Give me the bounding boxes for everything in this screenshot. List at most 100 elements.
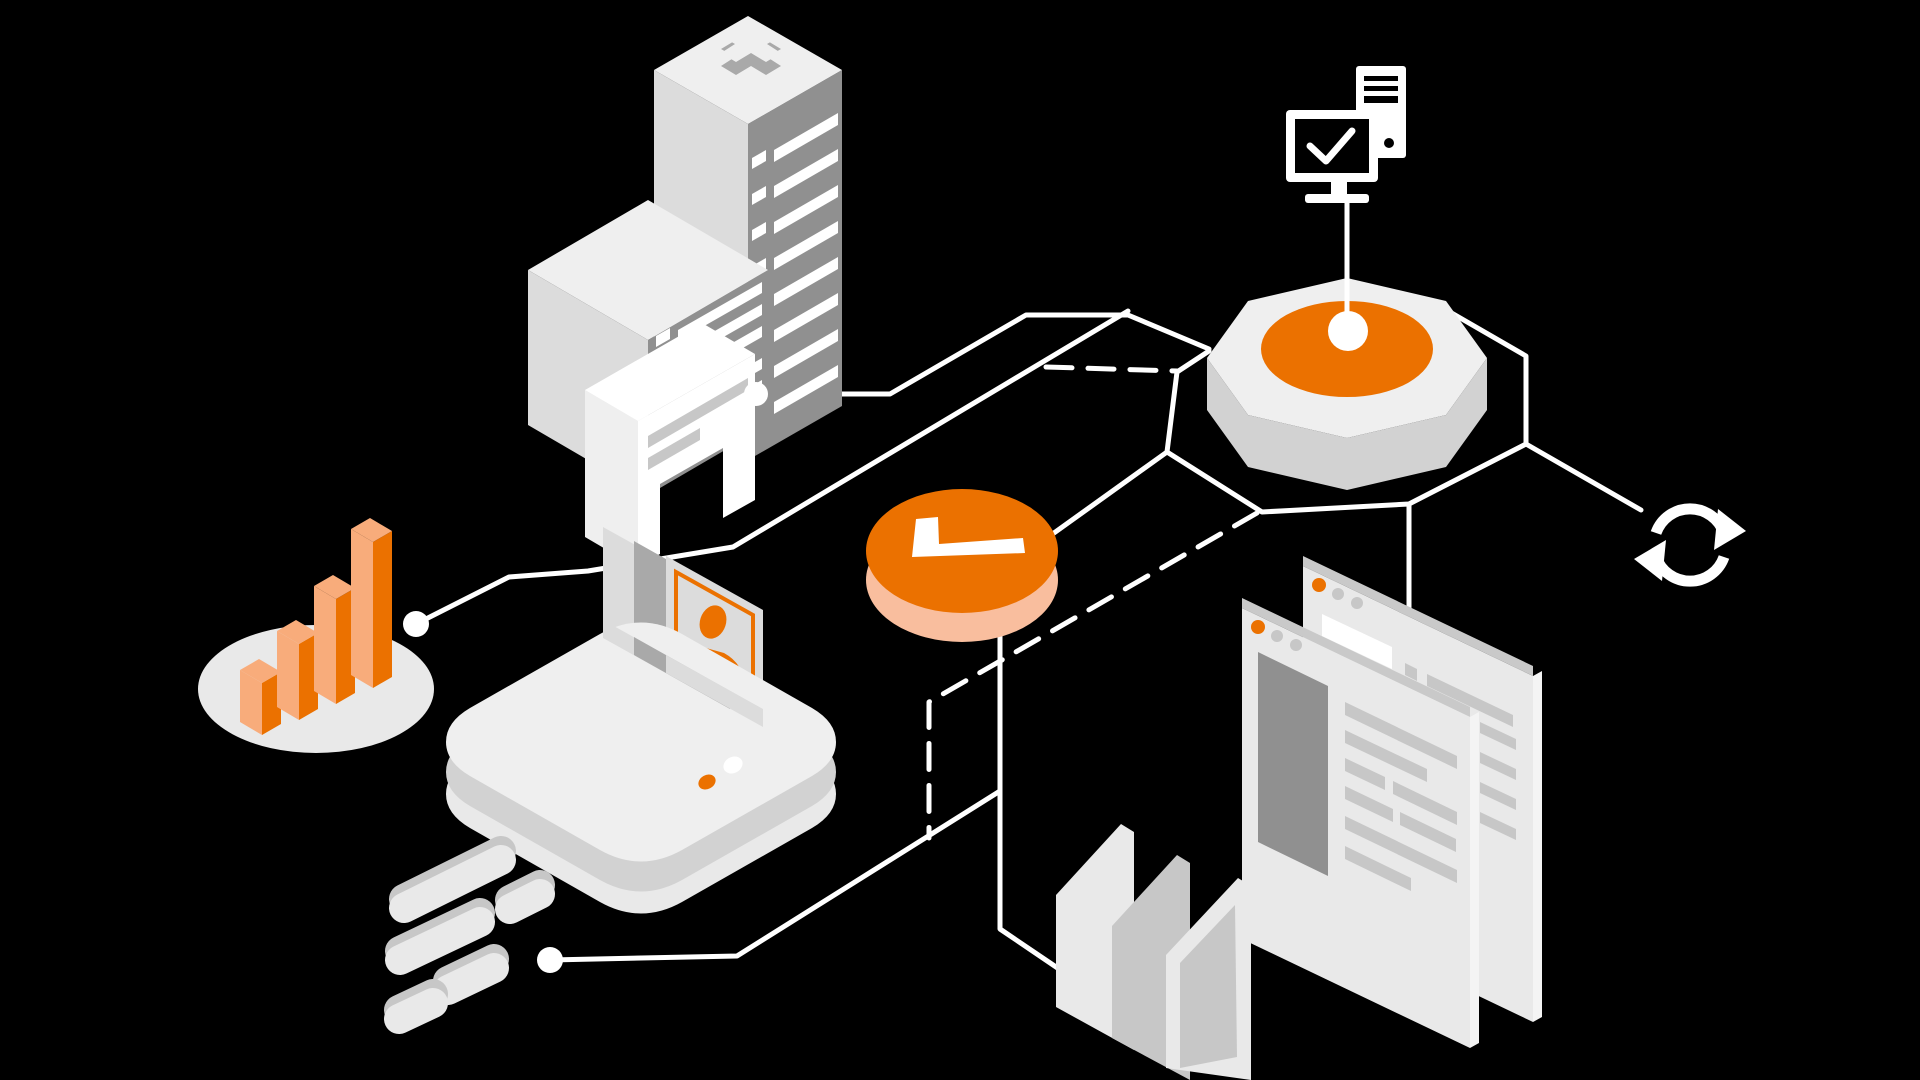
monitor-stand xyxy=(1331,182,1347,195)
id-card-printer xyxy=(446,527,836,914)
documents-stack xyxy=(1056,824,1251,1080)
tower-roof xyxy=(654,16,842,124)
sync-arrowhead xyxy=(1634,540,1666,581)
pc-tower-vent-line xyxy=(1364,76,1398,81)
sync-arrowhead xyxy=(1714,509,1746,550)
window-stripe xyxy=(774,221,838,270)
chart-node-dot xyxy=(403,611,429,637)
hospital-node-dot xyxy=(744,382,768,406)
pill-capsule xyxy=(385,907,495,975)
window-dot xyxy=(1271,630,1283,642)
window-dot xyxy=(1332,588,1344,600)
content-bar xyxy=(1345,758,1385,790)
document-sheet-inner xyxy=(1180,905,1237,1068)
window-dot-orange xyxy=(1312,578,1326,592)
content-bar xyxy=(1345,786,1393,822)
bar-side xyxy=(336,588,355,704)
chart-bar xyxy=(351,518,392,688)
sidebar-block xyxy=(1258,652,1328,876)
line-zone-to-sync xyxy=(1523,441,1644,513)
printer-status-dot xyxy=(723,756,743,774)
bar-front xyxy=(351,529,373,688)
sync-arc-bottom xyxy=(1650,554,1730,587)
data-platform xyxy=(1207,200,1487,490)
window-stripe xyxy=(774,293,838,342)
platform-side xyxy=(1207,358,1487,490)
content-bar xyxy=(1345,702,1457,769)
entrance-front-face xyxy=(638,354,755,566)
bar-top xyxy=(240,659,281,683)
content-bar xyxy=(1345,816,1457,883)
chart-bar xyxy=(240,659,281,735)
connection-lines xyxy=(413,301,1644,974)
window-stripe xyxy=(774,185,838,234)
content-bar xyxy=(1480,782,1516,810)
chart-bar xyxy=(277,620,318,720)
analytics-chart xyxy=(198,518,434,753)
content-bar xyxy=(1480,752,1516,780)
window-square xyxy=(752,150,766,169)
hospital-building xyxy=(528,16,842,568)
medication-pills xyxy=(384,836,563,1034)
content-bar xyxy=(1345,730,1427,782)
line-disc-to-zone xyxy=(1037,449,1170,546)
wing-roof xyxy=(528,200,768,340)
medical-cross-icon xyxy=(721,27,781,62)
printer-power-dot xyxy=(698,774,716,790)
bar-side xyxy=(373,531,392,688)
window-dot xyxy=(1351,597,1363,609)
bar-front xyxy=(314,586,336,704)
pills-node-dot xyxy=(537,947,563,973)
card-slot-front xyxy=(666,655,763,727)
bar-side xyxy=(262,672,281,735)
dashed-line-to-zone xyxy=(1043,364,1180,374)
workstation-icon xyxy=(1286,66,1406,203)
url-bar xyxy=(1322,614,1392,669)
verification-disc xyxy=(866,489,1058,642)
window-side-edge xyxy=(1470,712,1479,1048)
monitor-check-icon xyxy=(1306,127,1356,165)
pill-capsule xyxy=(389,845,516,923)
dashed-zone-to-pills-line xyxy=(926,510,1260,841)
entrance-canopy-top xyxy=(585,323,755,421)
line-disc-to-documents xyxy=(997,625,1065,974)
content-square xyxy=(1405,663,1417,681)
content-bar xyxy=(1480,722,1516,750)
sync-arc-top xyxy=(1650,503,1730,536)
window-square xyxy=(752,186,766,205)
browser-window-front xyxy=(1242,598,1479,1048)
person-head-icon xyxy=(699,605,727,639)
monitor-base xyxy=(1305,194,1369,203)
window-top-edge xyxy=(1242,598,1470,717)
hospital-entrance xyxy=(585,323,755,568)
window-side-edge xyxy=(1533,671,1542,1022)
window-stripe xyxy=(774,113,838,162)
line-hospital-to-platform xyxy=(753,312,1212,397)
window-stripe xyxy=(774,149,838,198)
bar-front xyxy=(240,670,262,735)
window-dot-orange xyxy=(1251,620,1265,634)
bar-top xyxy=(351,518,392,542)
sync-arrows-icon xyxy=(1634,503,1746,587)
window-stripe xyxy=(774,257,838,306)
bar-top xyxy=(277,620,318,644)
platform-zone-outline xyxy=(1164,301,1529,515)
window-square xyxy=(752,222,766,241)
window-square xyxy=(656,328,670,347)
bar-top xyxy=(314,575,355,599)
entrance-left-face xyxy=(585,390,638,568)
check-icon xyxy=(912,517,1025,557)
content-bar xyxy=(1393,781,1457,825)
chart-bar xyxy=(314,575,355,704)
window-stripe xyxy=(774,365,838,414)
pc-tower-vent-line xyxy=(1364,86,1398,91)
content-bar xyxy=(1427,674,1513,727)
pc-tower-vent-line xyxy=(1364,96,1398,103)
platform-node-dot xyxy=(1328,311,1368,351)
entrance-stripe xyxy=(648,428,700,470)
pill-capsule xyxy=(384,988,448,1034)
window-dot xyxy=(1290,639,1302,651)
window-top-edge xyxy=(1303,556,1533,676)
